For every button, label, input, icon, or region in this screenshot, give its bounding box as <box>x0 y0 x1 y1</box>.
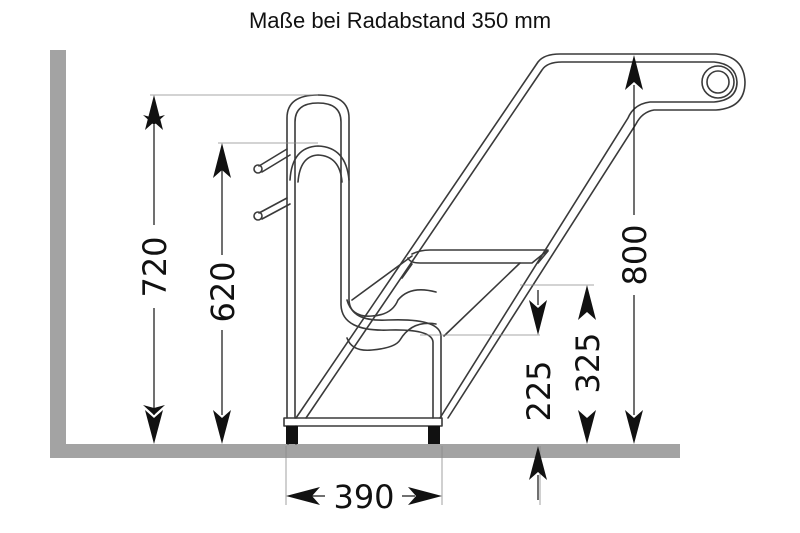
bike-rack <box>253 53 746 445</box>
dim-720: 720 <box>136 95 174 444</box>
dim-800: 800 <box>616 55 654 444</box>
dim-620: 620 <box>204 143 242 444</box>
rack-base <box>283 417 443 445</box>
rack-pegs <box>253 148 291 221</box>
rack-hinge-ring <box>701 65 735 99</box>
dim-325-label: 325 <box>569 332 607 393</box>
rack-inner-loop <box>289 145 350 181</box>
diagram-title: Maße bei Radabstand 350 mm <box>248 8 552 33</box>
dim-225: 225 <box>520 290 558 500</box>
wall <box>50 50 66 458</box>
rack-tray-support <box>351 255 521 337</box>
rack-outer-loop-inner <box>294 102 434 419</box>
rack-wheel-guide <box>346 322 437 352</box>
rack-wheel-guide-lower <box>346 289 437 317</box>
rack-diagonal-arm-lower <box>305 61 738 419</box>
dim-390: 390 <box>286 478 442 516</box>
dim-800-label: 800 <box>616 224 654 285</box>
dim-325: 325 <box>569 285 607 444</box>
dim-390-label: 390 <box>333 478 394 516</box>
dim-720-label: 720 <box>136 236 174 297</box>
rack-inner-loop-inner <box>297 154 343 183</box>
ground <box>50 444 680 458</box>
rack-outer-loop <box>286 94 442 419</box>
dim-620-label: 620 <box>204 261 242 322</box>
dim-225-label: 225 <box>520 360 558 421</box>
rack-wheel-tray <box>401 249 549 279</box>
rack-diagonal-arm-upper <box>295 53 746 419</box>
wall-and-ground <box>50 50 680 458</box>
